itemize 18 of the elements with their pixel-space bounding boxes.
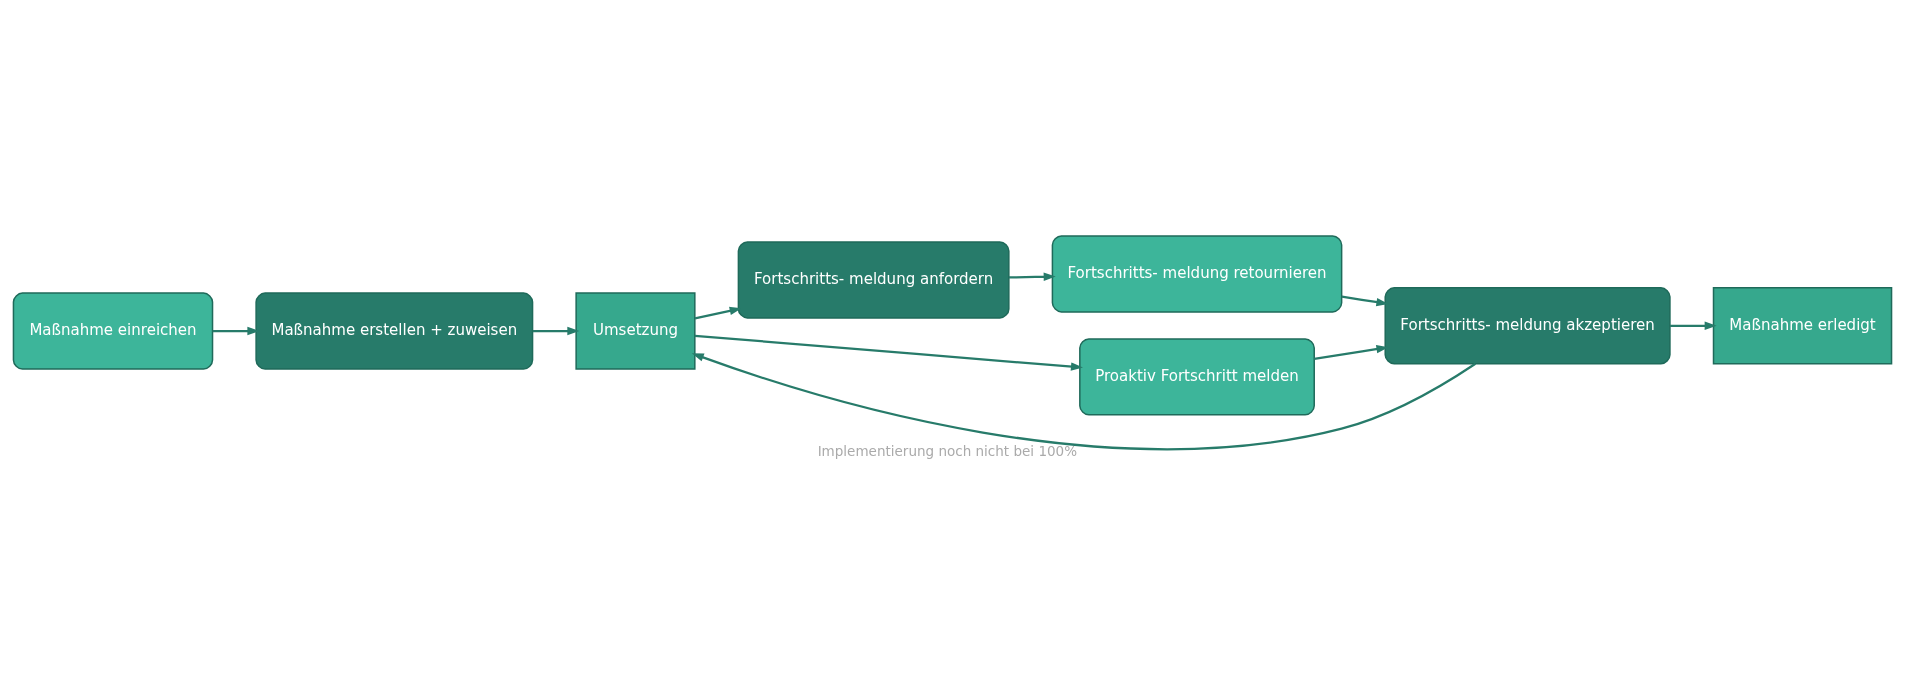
arrow [1670, 321, 1717, 330]
arrow [694, 334, 1083, 371]
edge-label: Implementierung noch nicht bei 100% [817, 442, 1078, 459]
arrow [691, 353, 1477, 451]
arrow [694, 306, 742, 320]
arrow [1009, 272, 1056, 281]
arrow [532, 326, 580, 336]
node-box: Maßnahme erstellen + zuweisen [255, 292, 534, 370]
node-box: Fortschritts- meldung retournieren [1051, 235, 1343, 313]
arrow [212, 326, 260, 336]
node-box: Umsetzung [575, 292, 696, 370]
node-box: Proaktiv Fortschritt melden [1079, 338, 1315, 416]
arrow [1314, 344, 1389, 360]
node-box: Fortschritts- meldung akzeptieren [1384, 287, 1671, 365]
arrow [1341, 295, 1389, 307]
node-box: Maßnahme einreichen [12, 292, 214, 370]
node-box: Fortschritts- meldung anfordern [737, 241, 1010, 319]
node-box: Maßnahme erledigt [1712, 287, 1893, 365]
